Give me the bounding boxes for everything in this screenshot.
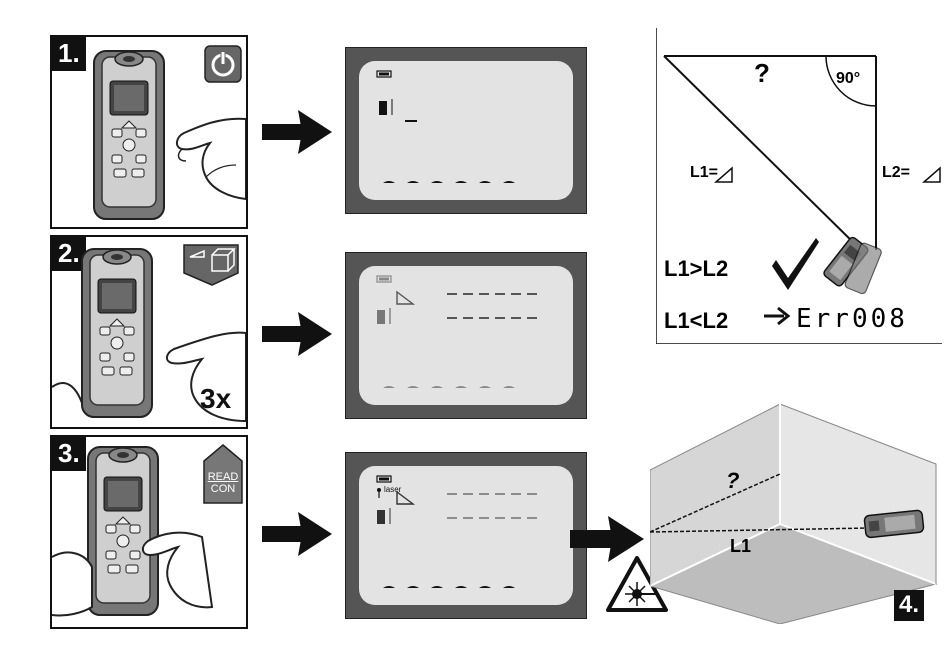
lcd-3-content: laser [359,466,573,605]
l2-label: L2= [882,164,910,182]
press-count-label: 3x [200,383,231,415]
right-angle-label: 90° [836,70,860,88]
lcd-1 [359,61,573,200]
power-button-icon [204,45,242,83]
lcd-3: laser [359,466,573,605]
arrow-icon [764,308,788,324]
display-screen-1 [345,47,587,214]
read-con-label: READ CON [202,471,244,495]
geometry-diagram-graphic [656,28,942,344]
arrow-right-icon [262,108,334,156]
lcd-2-content [359,266,573,405]
step-4-number: 4. [894,590,924,621]
geometry-diagram: ? 90° L1= L2= L1>L2 L1<L2 Err008 [656,28,942,344]
step-2-panel: 2. 3x [50,235,248,429]
condition-error-label: L1<L2 [664,308,728,334]
area-triangle-icon [716,168,732,182]
unknown-side-label: ? [754,58,770,89]
room-l1-label: L1 [730,536,751,557]
area-triangle-icon [924,168,940,182]
condition-ok-label: L1>L2 [664,256,728,282]
room-unknown-label: ? [726,468,739,494]
arrow-right-icon [262,510,334,558]
step-3-panel: 3. READ CON [50,435,248,629]
error-code-display: Err008 [796,304,908,334]
arrow-right-icon [262,310,334,358]
area-volume-button-icon [180,243,242,287]
l1-label: L1= [690,164,718,182]
con-label: CON [202,483,244,495]
lcd-2 [359,266,573,405]
step-1-panel: 1. [50,35,248,229]
checkmark-icon [772,238,819,290]
lcd-1-content [359,61,573,200]
display-screen-2 [345,252,587,419]
read-label: READ [202,471,244,483]
display-screen-3: laser [345,452,587,619]
